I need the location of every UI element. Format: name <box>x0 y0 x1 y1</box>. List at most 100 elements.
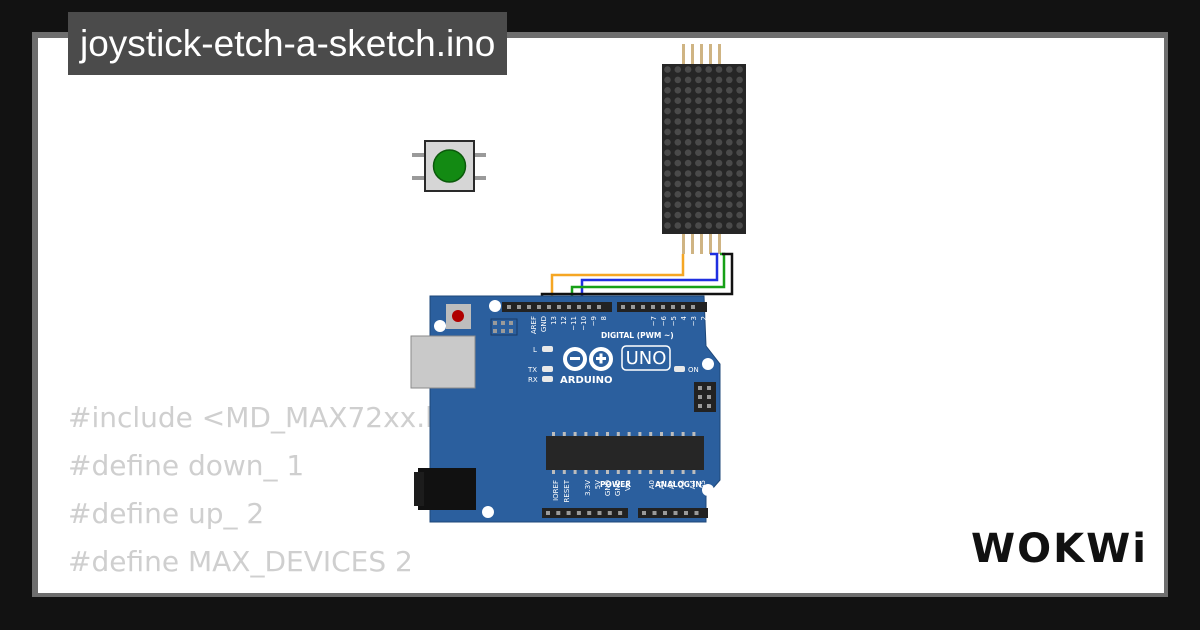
pushbutton[interactable] <box>412 140 486 192</box>
matrix-led <box>705 139 712 146</box>
chip-leg <box>573 470 577 474</box>
header-pin[interactable] <box>694 511 699 515</box>
matrix-led <box>726 211 733 219</box>
chip-leg <box>595 470 599 474</box>
matrix-led <box>695 180 702 188</box>
pin-label: ~3 <box>690 316 698 326</box>
header-pin[interactable] <box>671 305 675 309</box>
matrix-led <box>705 191 712 198</box>
usb-port <box>410 335 476 389</box>
header-pin[interactable] <box>661 305 665 309</box>
header-pin[interactable] <box>641 305 645 309</box>
chip-leg <box>638 470 642 474</box>
matrix-led <box>726 97 733 104</box>
matrix-led <box>705 128 712 136</box>
header-pin[interactable] <box>537 305 541 309</box>
header-pin[interactable] <box>527 305 531 309</box>
power-jack <box>418 468 476 510</box>
led-l <box>542 346 553 352</box>
header-pin[interactable] <box>507 305 511 309</box>
matrix-led <box>705 97 712 104</box>
matrix-led <box>684 97 692 104</box>
chip-leg <box>670 432 674 436</box>
led-matrix-module[interactable] <box>662 44 746 254</box>
chip-leg <box>606 432 609 436</box>
code-line: #define MAX_DEVICES 2 <box>68 545 413 578</box>
header-pin[interactable] <box>587 305 591 309</box>
header-pin[interactable] <box>577 305 581 309</box>
matrix-led <box>736 139 743 146</box>
header-pin[interactable] <box>576 511 581 515</box>
pin-label: Vin <box>624 480 632 491</box>
matrix-led <box>736 128 743 136</box>
matrix-led <box>695 139 702 146</box>
matrix-led <box>715 107 723 115</box>
matrix-led <box>695 170 702 177</box>
led-on <box>674 366 685 372</box>
chip-leg <box>552 470 555 474</box>
matrix-led <box>715 76 723 84</box>
header-pin[interactable] <box>621 305 625 309</box>
header-pin[interactable] <box>567 305 571 309</box>
header-pin[interactable] <box>607 511 612 515</box>
matrix-led <box>674 139 682 146</box>
matrix-led <box>674 159 682 167</box>
matrix-led <box>674 128 682 136</box>
pin-label: 2 <box>700 316 708 320</box>
matrix-led <box>705 201 712 208</box>
matrix-led <box>684 159 692 167</box>
matrix-led <box>736 76 743 84</box>
matrix-led <box>695 211 702 219</box>
code-preview: #include <MD_MAX72xx.h>#define down_ 1#d… <box>68 394 466 586</box>
matrix-led <box>705 118 712 125</box>
matrix-led <box>695 76 702 84</box>
header-pin[interactable] <box>651 305 655 309</box>
pin-label: TX 1 <box>710 316 718 333</box>
chip-leg <box>692 432 696 436</box>
header-pin[interactable] <box>673 511 678 515</box>
matrix-led <box>715 128 723 136</box>
chip-leg <box>616 432 620 436</box>
matrix-led <box>695 66 702 73</box>
matrix-led <box>726 159 733 167</box>
pin-label: 4 <box>680 315 688 320</box>
matrix-led <box>664 107 671 115</box>
matrix-led <box>736 201 743 208</box>
pushbutton-cap <box>432 149 467 183</box>
header-pin[interactable] <box>663 511 667 515</box>
arduino-uno[interactable]: UNO ARDUINO DIGITAL (PWM ~) POWER ANALOG… <box>410 295 728 523</box>
header-pin[interactable] <box>556 511 561 515</box>
chip-leg <box>573 432 577 436</box>
header-pin[interactable] <box>587 511 592 515</box>
header-pin[interactable] <box>547 305 551 309</box>
header-pin[interactable] <box>691 305 695 309</box>
header-pin[interactable] <box>631 305 635 309</box>
project-title[interactable]: joystick-etch-a-sketch.ino <box>68 12 508 75</box>
header-pin[interactable] <box>642 511 646 515</box>
chip-leg <box>660 432 663 436</box>
matrix-led <box>715 191 723 198</box>
matrix-led <box>736 159 743 167</box>
header-pin[interactable] <box>618 511 623 515</box>
header-pin[interactable] <box>517 305 521 309</box>
matrix-led <box>695 97 702 104</box>
header-pin[interactable] <box>652 511 657 515</box>
header-pin[interactable] <box>684 511 688 515</box>
chip-leg <box>595 432 599 436</box>
matrix-led <box>684 87 692 94</box>
header-pin[interactable] <box>557 305 561 309</box>
header-pin[interactable] <box>597 305 601 309</box>
matrix-led <box>736 149 743 156</box>
pin-label: A2 <box>668 480 676 489</box>
matrix-led <box>684 180 692 188</box>
analog-in-label: ANALOG IN <box>655 480 702 489</box>
matrix-led <box>736 107 743 115</box>
matrix-led <box>736 170 743 177</box>
wokwi-logo[interactable]: WOKWi <box>971 526 1148 572</box>
header-pin[interactable] <box>546 511 550 515</box>
code-line: #define down_ 1 <box>68 449 305 482</box>
header-pin[interactable] <box>681 305 685 309</box>
header-pin[interactable] <box>566 511 571 515</box>
matrix-led <box>705 76 712 84</box>
header-pin[interactable] <box>597 511 602 515</box>
